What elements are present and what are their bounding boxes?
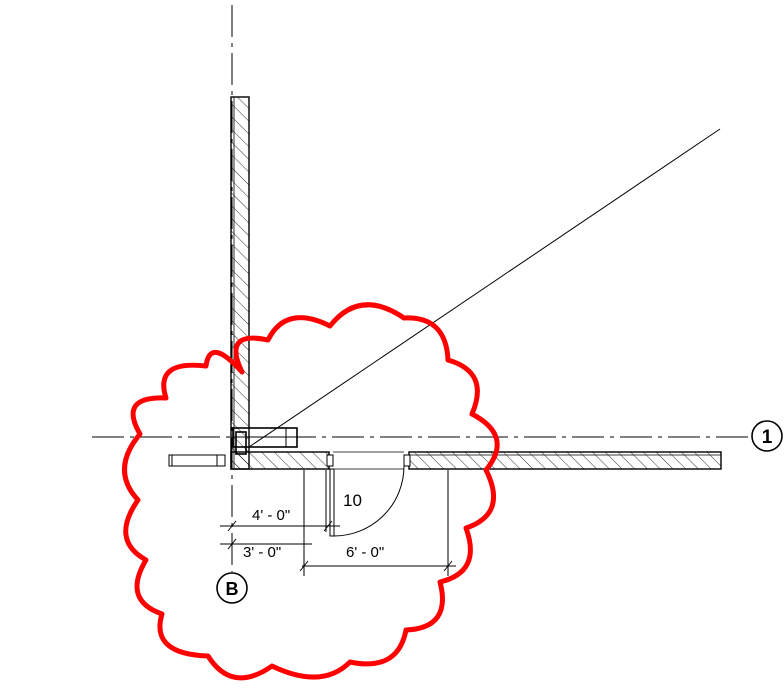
- wall-horizontal-right[interactable]: [408, 451, 722, 470]
- fixture-left-end: [216, 454, 226, 467]
- door-tag-label[interactable]: 10: [343, 491, 362, 510]
- dimension-group[interactable]: [220, 470, 456, 576]
- dimension-6ft-label[interactable]: 6' - 0": [346, 544, 384, 561]
- corner-column-inner: [235, 431, 247, 455]
- door-jamb-right: [403, 454, 411, 467]
- grid-bubble-1-label: 1: [762, 427, 773, 448]
- grid-bubble-b[interactable]: [216, 572, 248, 604]
- dimension-4ft-label[interactable]: 4' - 0": [252, 507, 290, 524]
- grid-bubble-b-label: B: [226, 579, 239, 599]
- revision-cloud[interactable]: [122, 302, 500, 681]
- section-diagonal-line[interactable]: [248, 128, 721, 448]
- grid-bubble-1[interactable]: [751, 420, 783, 452]
- dimension-3ft-label[interactable]: 3' - 0": [243, 544, 281, 561]
- door-leaf[interactable]: [329, 468, 335, 537]
- door-jamb-left: [326, 454, 334, 467]
- fixture-left[interactable]: [168, 454, 218, 467]
- door-swing-arc: [333, 465, 405, 537]
